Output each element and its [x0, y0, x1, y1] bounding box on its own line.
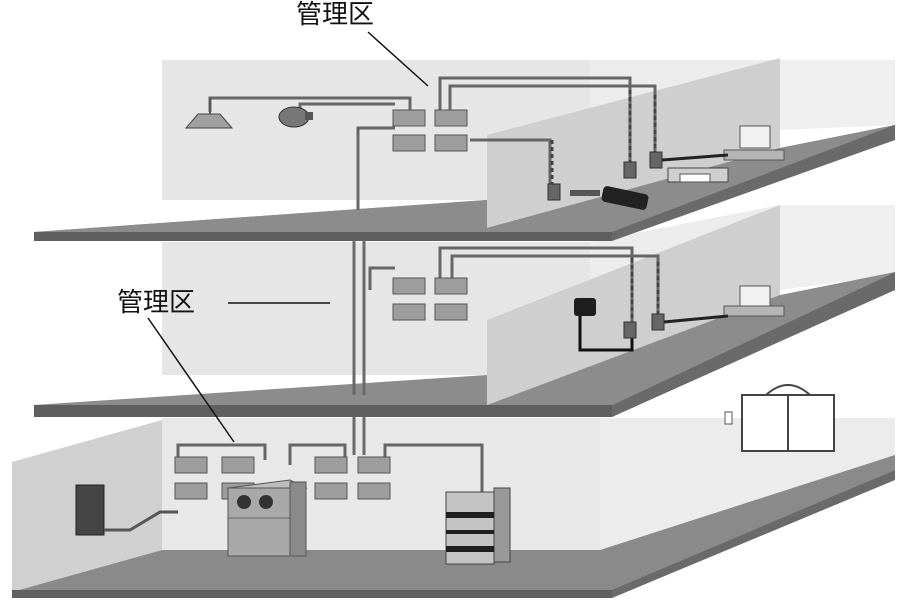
computer-icon	[661, 125, 785, 162]
mid-floor-edge	[34, 405, 612, 417]
mid-floor-back-wall	[162, 242, 590, 375]
dashed-cables	[550, 90, 660, 325]
top-floor-surface	[34, 125, 895, 232]
callout-lines	[147, 31, 429, 443]
management-area-label-mid: 管理区	[117, 288, 196, 318]
ground-floor-surface	[12, 455, 895, 592]
server-rack-icon	[445, 487, 511, 565]
ground-floor-edge	[12, 590, 612, 598]
switch-cabinet-icon	[226, 479, 308, 557]
wall-outlet-icon	[547, 151, 663, 201]
top-floor-far-wall	[780, 60, 895, 130]
telephone-icon	[574, 298, 634, 352]
vertical-riser	[352, 135, 366, 455]
mid-floor-surface	[34, 272, 895, 405]
mid-floor-side-edge	[612, 272, 895, 417]
wall-panel-icon	[75, 484, 178, 536]
callout-line-top	[367, 31, 429, 87]
top-floor-edge	[34, 232, 612, 241]
mid-floor-far-wall	[780, 205, 895, 290]
management-area-label-top: 管理区	[296, 0, 375, 30]
ceiling-lamp-icon	[184, 98, 234, 129]
door-icon	[724, 384, 835, 452]
floor-slabs	[12, 125, 895, 598]
telephone-icon	[570, 186, 649, 210]
printer-icon	[667, 167, 729, 183]
cables	[176, 76, 660, 492]
ground-floor-side-edge	[612, 470, 895, 598]
callout-line-mid-diagonal	[147, 317, 235, 443]
top-floor-back-wall	[162, 60, 590, 200]
top-floor-side-edge	[612, 125, 895, 241]
computer-icon	[663, 285, 785, 324]
camera-icon	[278, 106, 313, 128]
wall-outlet-icon	[623, 313, 665, 339]
